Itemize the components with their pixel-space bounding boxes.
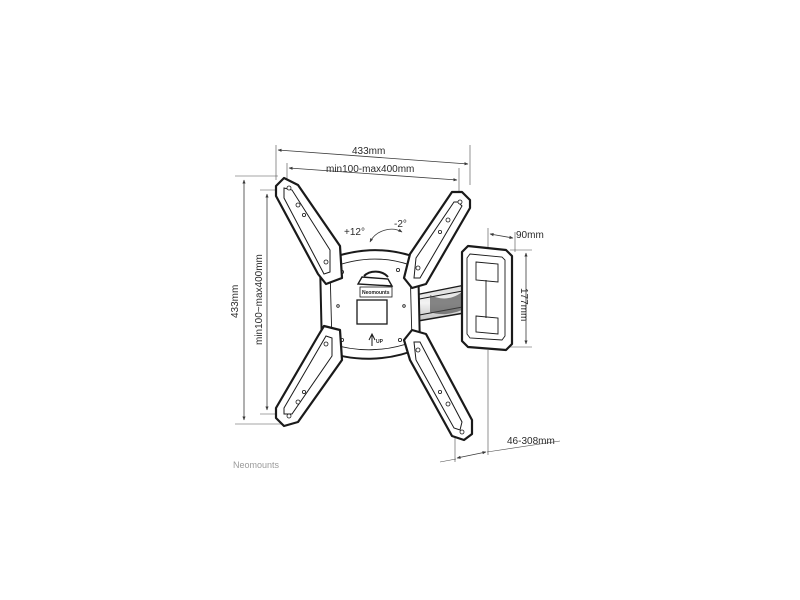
- overall-width-label: 433mm: [352, 146, 385, 157]
- wall-plate-height-label: 177mm: [518, 288, 529, 321]
- wall-plate-width-label: 90mm: [516, 230, 544, 241]
- tilt-indicator: +12° -2°: [344, 219, 407, 243]
- plate-brand-label: Neomounts: [362, 290, 390, 296]
- tilt-forward-label: +12°: [344, 227, 365, 238]
- dimension-overall-height: 433mm: [230, 175, 285, 425]
- wall-plate: [460, 244, 514, 352]
- dimension-arm-extension: 46-308mm: [439, 350, 561, 463]
- vesa-arm-bottom-right: [402, 328, 474, 442]
- vesa-width-label: min100-max400mm: [326, 164, 414, 175]
- tilt-backward-label: -2°: [394, 219, 407, 230]
- arm-extension-label: 46-308mm: [507, 436, 555, 447]
- brand-watermark: Neomounts: [233, 460, 280, 470]
- dimension-overall-width: 433mm: [275, 145, 471, 185]
- up-marker-label: UP: [376, 339, 384, 345]
- vesa-arm-bottom-left: [274, 324, 344, 428]
- central-plate: Neomounts UP: [319, 249, 421, 360]
- dimension-wall-plate-width: 90mm: [487, 228, 544, 252]
- dimension-vesa-width: min100-max400mm: [286, 163, 460, 195]
- dimension-vesa-height: min100~max400mm: [254, 189, 288, 415]
- vesa-arm-top-right: [402, 190, 472, 290]
- vesa-arm-top-left: [274, 176, 344, 286]
- dimension-wall-plate-height: 177mm: [510, 249, 532, 348]
- vesa-height-label: min100~max400mm: [254, 254, 265, 345]
- overall-height-label: 433mm: [230, 285, 241, 318]
